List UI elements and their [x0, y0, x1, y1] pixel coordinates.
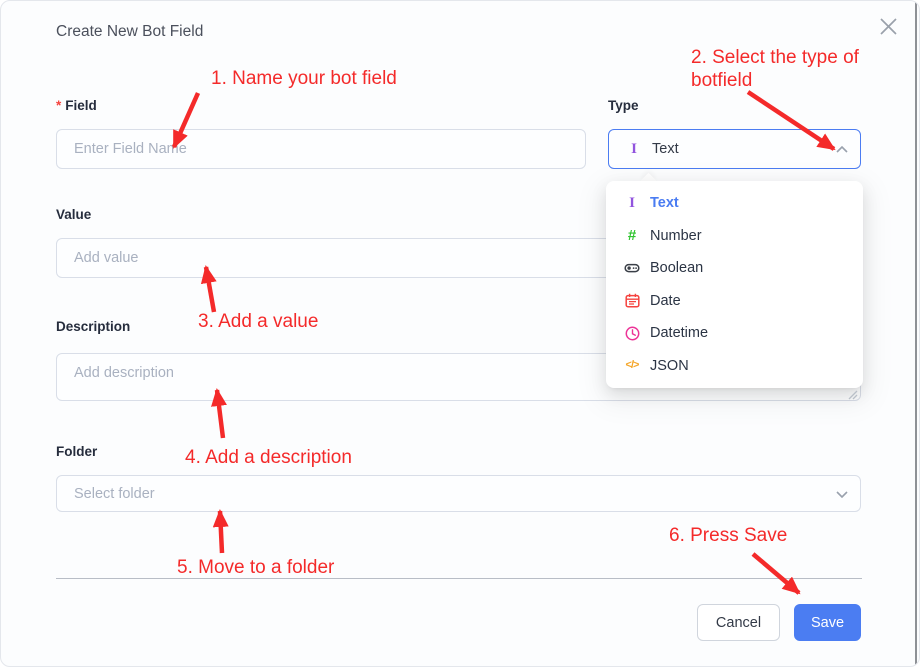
text-icon: I — [631, 140, 637, 157]
type-select[interactable]: I Text — [608, 129, 861, 169]
resize-grip-icon[interactable] — [845, 387, 859, 406]
dropdown-option-text[interactable]: I Text — [606, 187, 863, 220]
type-label: Type — [608, 98, 639, 113]
window-right-edge — [915, 1, 917, 666]
dropdown-option-date[interactable]: Date — [606, 285, 863, 318]
folder-label: Folder — [56, 444, 98, 459]
modal-title: Create New Bot Field — [56, 23, 204, 40]
required-asterisk: * — [56, 98, 62, 113]
description-label: Description — [56, 319, 131, 334]
type-select-value: Text — [652, 141, 679, 157]
footer-divider — [56, 578, 862, 579]
annotation-step-6: 6. Press Save — [669, 525, 788, 546]
cancel-button[interactable]: Cancel — [697, 604, 780, 641]
dropdown-option-number[interactable]: # Number — [606, 220, 863, 253]
field-label: *Field — [56, 98, 97, 113]
folder-select[interactable]: Select folder — [56, 475, 861, 512]
dropdown-option-boolean[interactable]: Boolean — [606, 252, 863, 285]
datetime-icon — [624, 326, 640, 341]
annotation-step-3: 3. Add a value — [198, 311, 319, 332]
dropdown-option-datetime[interactable]: Datetime — [606, 317, 863, 350]
type-dropdown-menu: I Text # Number Boolean Date Datetime < — [606, 181, 863, 388]
annotation-step-4: 4. Add a description — [185, 447, 352, 468]
close-button[interactable] — [873, 13, 903, 43]
folder-select-placeholder: Select folder — [74, 485, 155, 502]
field-name-input[interactable] — [56, 129, 586, 169]
number-icon: # — [627, 227, 637, 245]
text-icon: I — [629, 194, 635, 211]
annotation-step-1: 1. Name your bot field — [211, 68, 397, 89]
date-icon — [624, 293, 640, 308]
close-icon — [879, 17, 898, 39]
json-icon: </> — [625, 359, 640, 372]
boolean-icon — [624, 260, 640, 276]
dropdown-option-json[interactable]: </> JSON — [625, 357, 689, 374]
annotation-step-5: 5. Move to a folder — [177, 557, 335, 578]
chevron-down-icon — [836, 485, 848, 503]
save-button[interactable]: Save — [794, 604, 861, 641]
value-label: Value — [56, 207, 92, 222]
annotation-step-2: 2. Select the type of botfield — [691, 47, 859, 91]
chevron-up-icon — [836, 140, 848, 158]
